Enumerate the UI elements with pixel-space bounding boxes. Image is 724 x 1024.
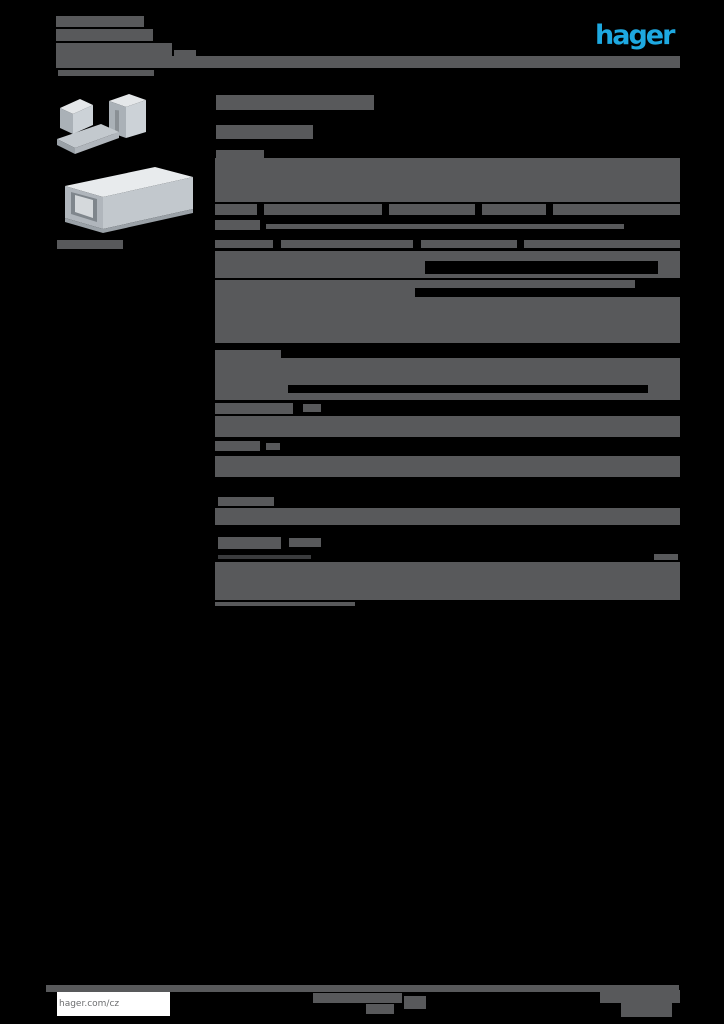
- redacted-text-block: [266, 443, 280, 450]
- redacted-text-block: [313, 993, 402, 1003]
- redacted-text-block: [215, 358, 680, 385]
- redacted-text-block: [658, 261, 680, 278]
- redacted-text-block: [215, 240, 273, 248]
- redacted-text-block: [266, 224, 624, 229]
- redacted-text-block: [215, 393, 680, 400]
- redacted-text-block: [215, 508, 680, 525]
- redacted-text-block: [303, 404, 321, 412]
- redacted-text-block: [215, 403, 293, 414]
- redacted-text-block: [215, 416, 680, 437]
- redacted-text-block: [218, 555, 311, 559]
- redacted-text-block: [281, 240, 413, 248]
- product-photo-fittings: [57, 94, 146, 154]
- redacted-text-block: [215, 280, 635, 288]
- redacted-text-block: [421, 240, 517, 248]
- product-photo-trunking: [65, 167, 193, 233]
- footer-rule: [46, 985, 679, 992]
- redacted-text-block: [215, 297, 680, 343]
- hager-logo: hager: [595, 20, 675, 51]
- redacted-text-block: [215, 602, 355, 606]
- redacted-text-block: [553, 204, 680, 215]
- redacted-text-block: [215, 220, 260, 230]
- redacted-text-block: [215, 158, 680, 202]
- redacted-text-block: [404, 996, 426, 1009]
- redacted-text-block: [215, 251, 680, 261]
- redacted-text-block: [482, 204, 546, 215]
- redacted-text-block: [218, 497, 274, 506]
- footer-link-box: hager.com/cz: [57, 992, 170, 1016]
- page-title-redacted: [216, 95, 374, 110]
- redacted-text-block: [524, 240, 680, 248]
- redacted-text-block: [56, 43, 172, 57]
- redacted-text-block: [218, 537, 281, 549]
- redacted-text-block: [216, 125, 313, 139]
- redacted-text-block: [215, 562, 680, 600]
- redacted-text-block: [621, 1003, 672, 1017]
- redacted-text-block: [56, 16, 144, 27]
- redacted-text-block: [56, 29, 153, 41]
- redacted-text-block: [215, 261, 425, 278]
- photo-caption-redacted: [57, 240, 123, 249]
- redacted-text-block: [174, 50, 196, 57]
- redacted-text-block: [366, 1004, 394, 1014]
- redacted-text-block: [216, 150, 264, 159]
- redacted-text-block: [215, 456, 680, 477]
- header-rule: [56, 56, 680, 68]
- redacted-text-block: [215, 288, 415, 298]
- redacted-text-block: [389, 204, 475, 215]
- redacted-text-block: [648, 385, 680, 393]
- redacted-text-block: [289, 538, 321, 547]
- redacted-text-block: [600, 990, 680, 1003]
- redacted-text-block: [215, 385, 288, 393]
- redacted-text-block: [264, 204, 382, 215]
- redacted-text-block: [215, 441, 260, 451]
- footer-website-link[interactable]: hager.com/cz: [59, 999, 120, 1009]
- redacted-text-block: [58, 70, 154, 76]
- redacted-text-block: [215, 204, 257, 215]
- redacted-text-block: [654, 554, 678, 560]
- redacted-text-block: [425, 274, 658, 278]
